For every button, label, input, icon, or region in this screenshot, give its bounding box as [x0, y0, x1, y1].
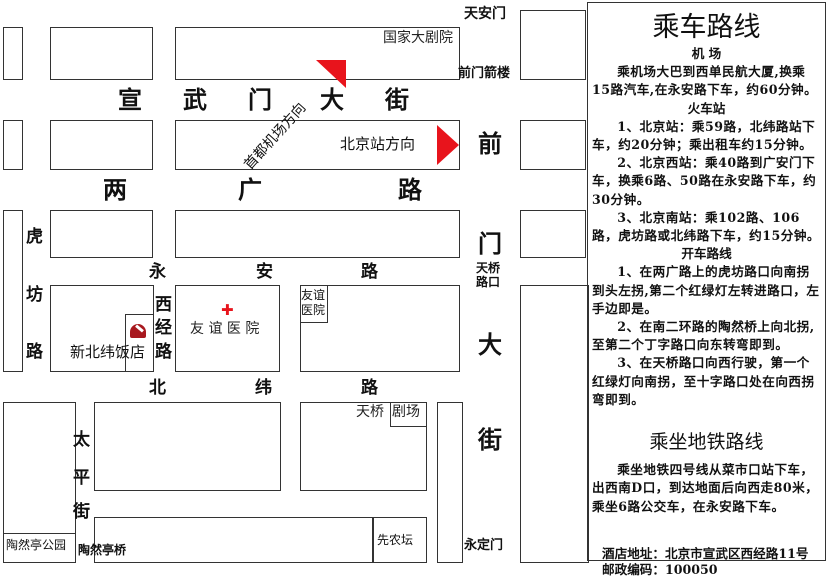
hotel-logo-icon	[130, 324, 146, 338]
train-route: 2、北京西站：乘40路到广安门下车，换乘6路、50路在永安路下车，约30分钟。	[592, 155, 817, 207]
road-label-xijing: 西	[155, 295, 172, 315]
city-block	[175, 120, 460, 170]
landmark-hospital-annex: 医院	[301, 303, 326, 317]
city-block	[50, 120, 153, 170]
drive-heading: 开车路线	[681, 246, 732, 262]
landmark-qianmen-arrow: 前门箭楼	[458, 66, 511, 81]
road-label-qianmen: 前	[478, 130, 502, 158]
postcode: 邮政编码：100050	[602, 561, 718, 577]
road-label-hufang: 路	[26, 342, 43, 362]
landmark-tiananmen: 天安门	[464, 6, 506, 22]
city-block	[94, 517, 373, 563]
road-label-xuanwumen: 门	[248, 86, 272, 114]
landmark-yongdingmen: 永定门	[464, 538, 504, 553]
landmark-tianqiao-theater: 天桥	[356, 404, 384, 420]
subway-route: 乘坐地铁四号线从菜市口站下车，出西南D口，到达地面后向西走80米，乘坐6路公交车…	[592, 462, 819, 514]
road-label-xijing: 路	[155, 342, 172, 362]
hospital-annex	[300, 285, 328, 323]
city-block	[437, 402, 463, 563]
airport-direction-arrow-icon	[316, 60, 346, 88]
airport-heading: 机 场	[691, 46, 722, 61]
hotel-label[interactable]: 新北纬饭店	[70, 343, 146, 361]
road-label-xuanwumen: 武	[183, 86, 207, 114]
drive-route: 2、在南二环路的陶然桥上向北拐,至第二个丁字路口向东转弯即到。	[592, 319, 815, 353]
road-label-hufang: 虎	[26, 227, 43, 247]
road-label-taiping: 街	[73, 502, 90, 522]
landmark-tianqiao-theater: 剧场	[392, 404, 420, 420]
road-label-taiping: 太	[73, 430, 90, 450]
road-label-lianggang: 广	[238, 176, 262, 204]
road-label-xijing: 经	[155, 318, 172, 338]
landmark-national-theater: 国家大剧院	[383, 30, 453, 46]
city-block	[50, 210, 153, 258]
city-block	[520, 10, 586, 80]
city-block	[520, 285, 589, 563]
road-label-beiwei: 路	[361, 378, 378, 398]
road-label-xuanwumen: 大	[320, 86, 344, 114]
train-heading: 火车站	[687, 100, 726, 116]
drive-route: 1、在两广路上的虎坊路口向南拐到头左拐,第二个红绿灯左转进路口，左手边即是。	[592, 264, 820, 316]
road-label-yongan: 安	[256, 262, 273, 282]
hotel-address: 酒店地址：北京市宣武区西经路11号	[602, 545, 809, 561]
park-label-box	[3, 533, 76, 563]
subway-title: 乘坐地铁路线	[649, 431, 764, 454]
landmark-taoranting-park: 陶然亭公园	[6, 538, 67, 552]
station-direction-arrow-icon	[437, 125, 459, 165]
airport-route: 乘机场大巴到西单民航大厦,换乘15路汽车,在永安路下车，约60分钟。	[592, 64, 818, 98]
road-label-taiping: 平	[73, 468, 90, 488]
city-block	[3, 27, 23, 80]
road-label-qianmen: 街	[478, 426, 502, 454]
landmark-xiannongtan: 先农坛	[377, 533, 414, 547]
city-block	[175, 210, 460, 258]
panel-title: 乘车路线	[652, 12, 761, 43]
route-info-panel: 乘车路线 机 场 乘机场大巴到西单民航大厦,换乘15路汽车,在永安路下车，约60…	[587, 2, 826, 577]
road-label-lianggang: 两	[103, 176, 127, 204]
road-label-yongan: 永	[149, 262, 166, 282]
theater-box	[390, 402, 427, 427]
city-block	[94, 402, 281, 491]
hospital-cross-icon: ✚	[221, 301, 234, 319]
city-block	[520, 210, 586, 258]
station-direction-label: 北京站方向	[340, 135, 416, 153]
road-label-qianmen: 门	[478, 230, 502, 258]
city-block	[50, 27, 153, 80]
road-label-xuanwumen: 街	[385, 86, 409, 114]
city-block	[3, 210, 23, 372]
road-label-beiwei: 纬	[255, 378, 272, 398]
city-block	[520, 120, 586, 170]
road-label-yongan: 路	[361, 262, 378, 282]
landmark-friendship-hospital[interactable]: 友 谊 医 院	[190, 321, 260, 337]
hotel-building[interactable]	[125, 314, 154, 372]
road-label-lianggang: 路	[398, 176, 422, 204]
road-label-xuanwumen: 宣	[118, 86, 142, 114]
landmark-tianqiao-junction: 天桥	[476, 261, 501, 275]
drive-route: 3、在天桥路口向西行驶，第一个红绿灯向南拐，至十字路口处在向西拐弯即到。	[592, 355, 815, 407]
train-route: 3、北京南站：乘102路、106路，虎坊路或北纬路下车，约15分钟。	[592, 209, 821, 244]
landmark-tianqiao-junction: 路口	[476, 275, 501, 289]
landmark-taoranting-bridge: 陶然亭桥	[78, 543, 127, 557]
xiannongtan-block	[373, 517, 427, 563]
road-label-qianmen: 大	[478, 331, 502, 359]
road-label-beiwei: 北	[149, 378, 166, 398]
landmark-hospital-annex: 友谊	[301, 288, 326, 302]
city-block	[3, 120, 23, 170]
hospital-block	[175, 285, 280, 372]
train-route: 1、北京站：乘59路，北纬路站下车，约20分钟；乘出租车约15分钟。	[592, 118, 816, 153]
road-label-hufang: 坊	[26, 285, 43, 305]
